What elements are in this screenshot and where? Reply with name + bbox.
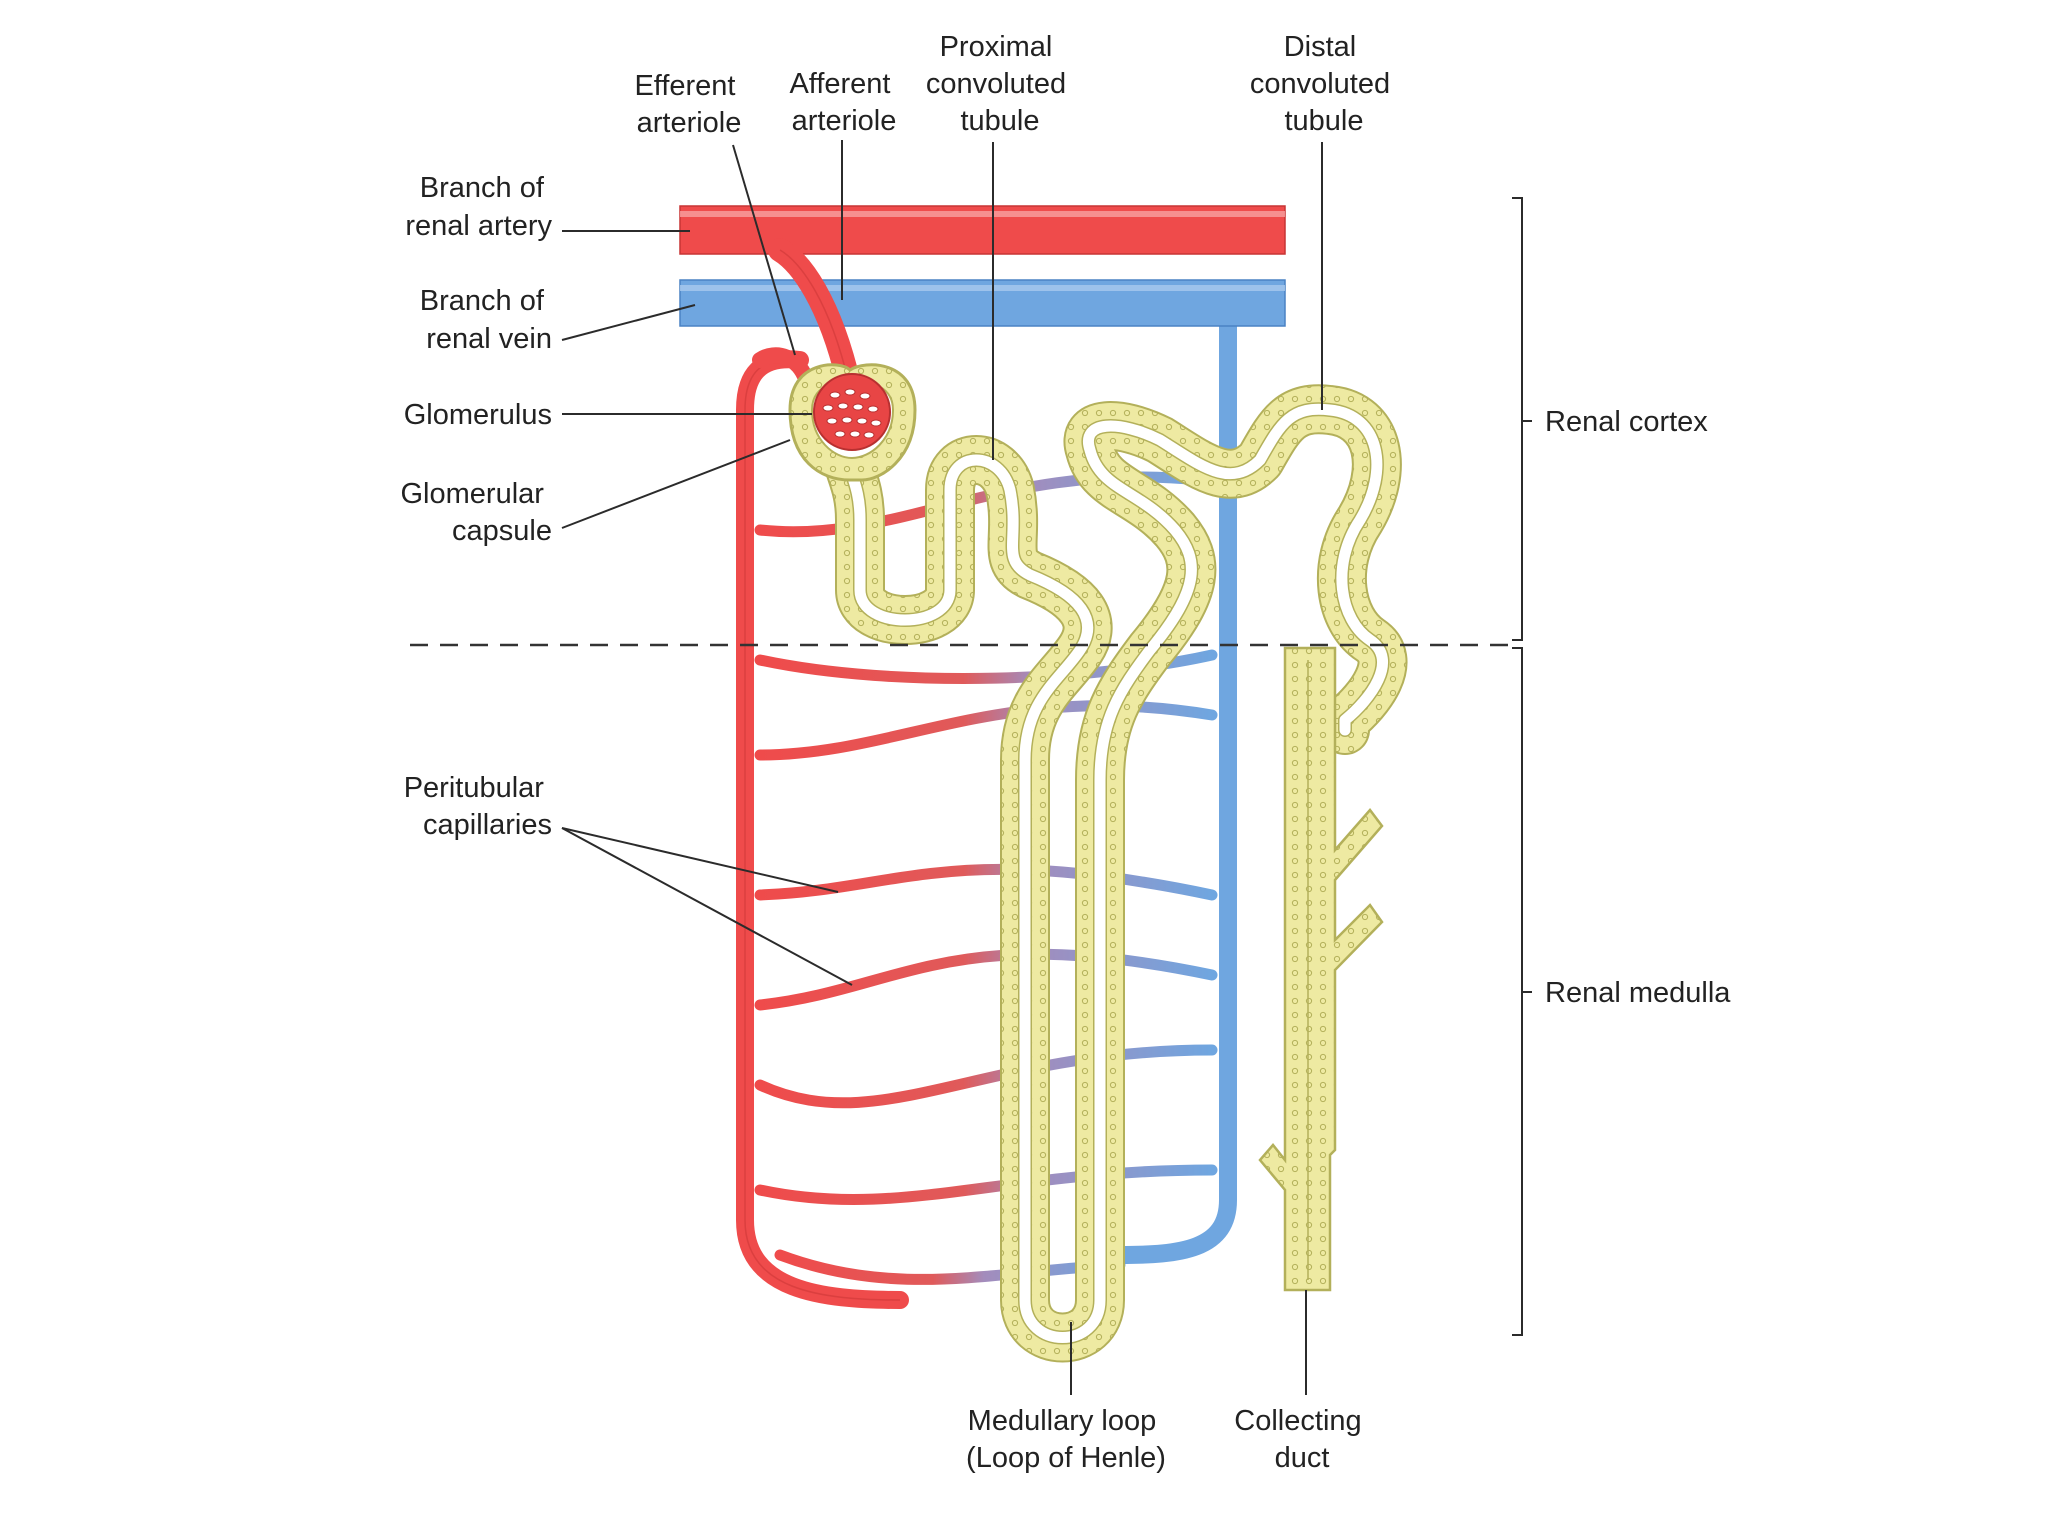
leader-lines xyxy=(561,140,1323,1395)
label-glomerulus: Glomerulus xyxy=(404,399,552,431)
label-medullary-loop: Medullary loop (Loop of Henle) xyxy=(966,1405,1166,1474)
label-renal-cortex: Renal cortex xyxy=(1545,406,1708,438)
renal-cortex-bracket xyxy=(1512,197,1532,641)
label-branch-renal-artery: Branch of renal artery xyxy=(405,172,552,242)
capillary-loop-6 xyxy=(754,1044,1218,1109)
label-collecting-duct: Collecting duct xyxy=(1234,1405,1369,1474)
renal-medulla-bracket xyxy=(1512,647,1532,1336)
nephron-tubule xyxy=(820,384,1408,1363)
capillary-loop-5 xyxy=(754,948,1218,1011)
capillary-loop-4 xyxy=(754,863,1218,901)
labels: Efferent arteriole Afferent arteriole Pr… xyxy=(401,31,1732,1474)
capillary-loop-3 xyxy=(754,700,1218,761)
capillary-loops xyxy=(754,471,1218,1285)
label-branch-renal-vein: Branch of renal vein xyxy=(420,285,552,355)
label-efferent-arteriole: Efferent arteriole xyxy=(634,70,743,139)
leader-efferent-arteriole xyxy=(732,144,796,356)
capillary-loop-7 xyxy=(754,1164,1218,1206)
label-glomerular-capsule: Glomerular capsule xyxy=(401,478,553,547)
capillary-loop-8 xyxy=(774,1249,1126,1285)
collecting-duct xyxy=(1258,646,1384,1292)
glomerulus xyxy=(813,373,891,451)
venous-ascending-vessel xyxy=(1111,306,1237,1264)
leader-peritubular-2 xyxy=(561,827,853,986)
label-renal-medulla: Renal medulla xyxy=(1545,977,1731,1009)
peritubular-capillary-network xyxy=(679,205,1286,1309)
label-afferent-arteriole: Afferent arteriole xyxy=(789,68,898,137)
label-distal-convoluted-tubule: Distal convoluted tubule xyxy=(1250,31,1398,137)
label-proximal-convoluted-tubule: Proximal convoluted tubule xyxy=(926,31,1074,137)
label-peritubular-capillaries: Peritubular capillaries xyxy=(404,772,552,841)
leader-branch-renal-vein xyxy=(561,304,696,341)
leader-peritubular-1 xyxy=(561,827,839,893)
leader-glomerular-capsule xyxy=(561,439,791,529)
